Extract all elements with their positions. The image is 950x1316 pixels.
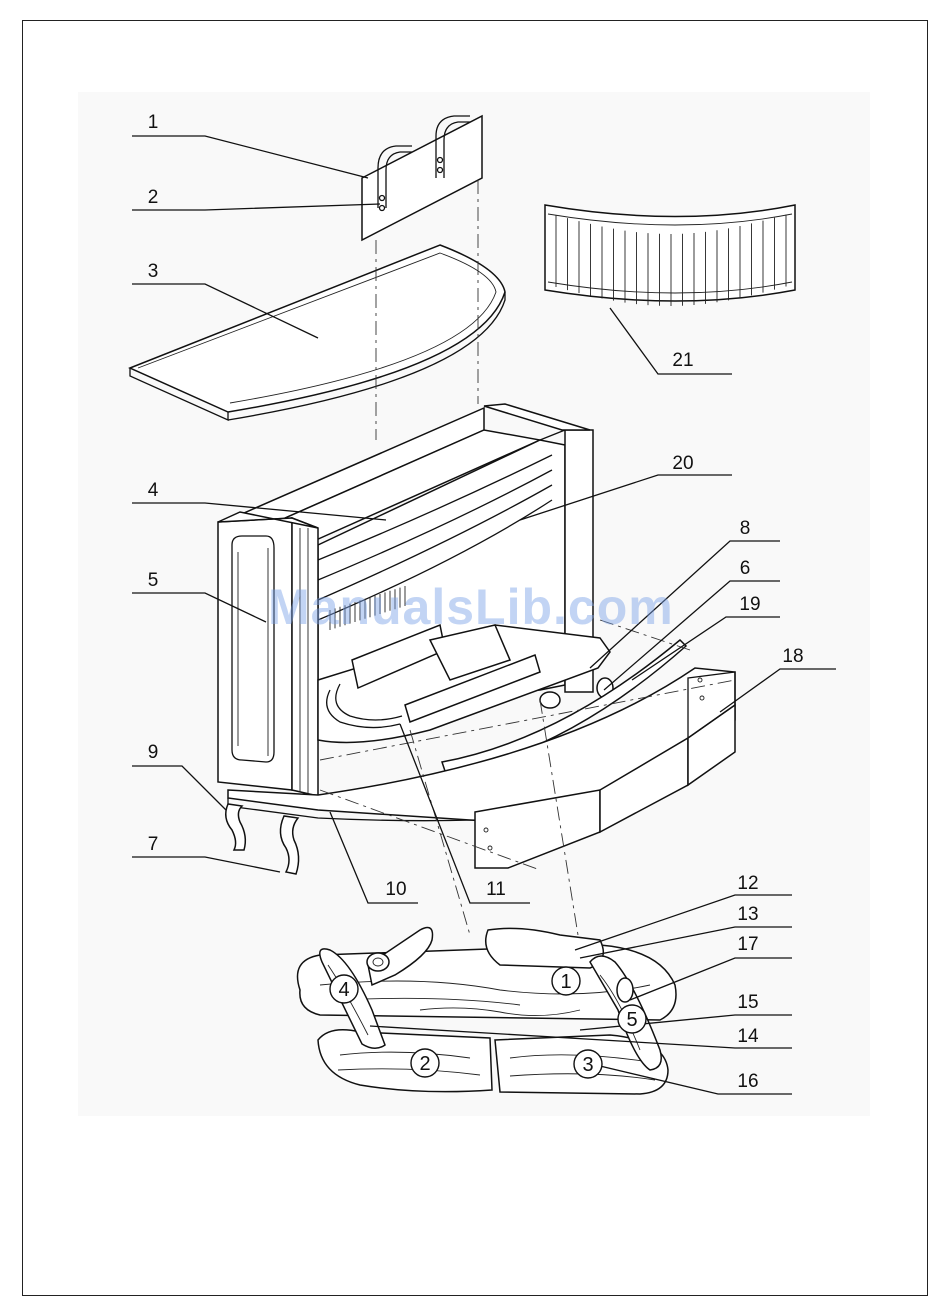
back-plate-with-handles [362,116,482,240]
leader-line-21 [610,308,732,374]
callout-label-13: 13 [737,904,758,925]
leader-line-2 [132,204,380,210]
watermark: ManualsLib.com [268,578,674,636]
leader-line-7 [132,857,280,872]
callout-label-5: 5 [148,570,159,591]
log-number-4: 4 [338,979,349,1001]
leader-line-12 [575,895,792,950]
callout-label-11: 11 [486,879,506,900]
callout-label-21: 21 [672,350,693,371]
callout-label-16: 16 [737,1071,758,1092]
leader-line-1 [132,136,368,178]
callout-label-18: 18 [782,646,803,667]
log-number-5: 5 [626,1009,637,1031]
callout-label-14: 14 [737,1026,759,1047]
callout-label-4: 4 [148,480,159,501]
callout-label-15: 15 [737,992,758,1013]
top-slab [130,245,505,420]
callout-label-12: 12 [737,873,758,894]
callout-label-19: 19 [739,594,760,615]
callout-label-6: 6 [740,558,751,579]
log-number-3: 3 [582,1054,593,1076]
callout-label-1: 1 [148,112,159,133]
leader-line-18 [720,669,836,712]
callout-label-8: 8 [740,518,751,539]
callout-label-3: 3 [148,261,159,282]
callout-label-9: 9 [148,742,159,763]
callout-label-10: 10 [385,879,406,900]
grille-screen [545,205,795,306]
log-set [298,928,677,1094]
callout-label-17: 17 [737,934,758,955]
log-number-2: 2 [419,1053,430,1075]
callout-label-7: 7 [148,834,159,855]
callout-label-2: 2 [148,187,159,208]
leader-line-9 [132,766,226,810]
callout-label-20: 20 [672,453,693,474]
log-number-1: 1 [560,971,571,993]
